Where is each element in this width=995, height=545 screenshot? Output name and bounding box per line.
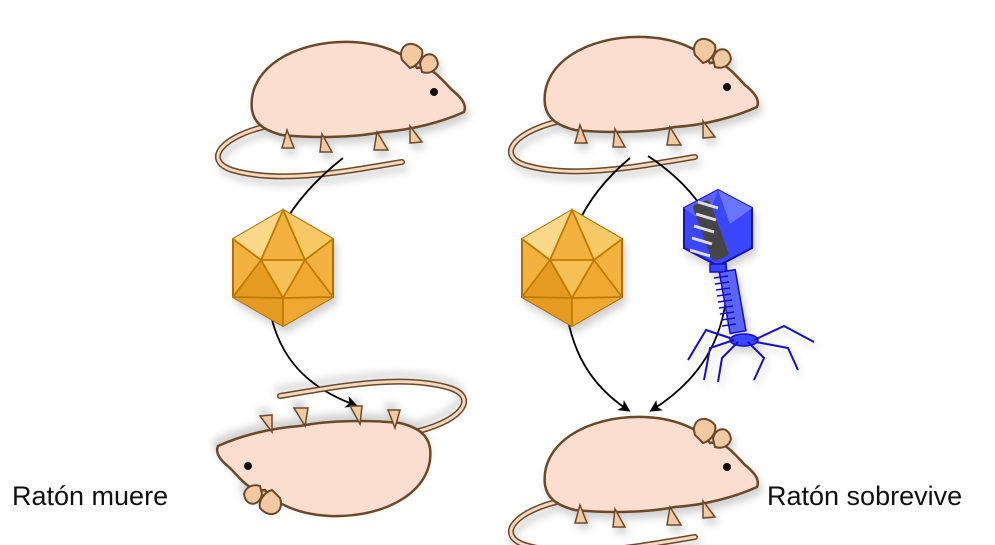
icosahedral-virus-right-icon: [522, 210, 622, 326]
label-mouse-survives: Ratón sobrevive: [767, 483, 962, 510]
surviving-mouse-icon: [511, 417, 758, 545]
mouse-top-right-icon: [511, 37, 758, 171]
mouse-top-left-icon: [218, 42, 465, 176]
icosahedral-virus-left-icon: [233, 210, 333, 326]
bacteriophage-icon: [684, 190, 814, 382]
phage-tail-icon: [714, 270, 746, 334]
label-mouse-dies: Ratón muere: [12, 483, 168, 510]
dead-mouse-icon: [217, 382, 464, 516]
